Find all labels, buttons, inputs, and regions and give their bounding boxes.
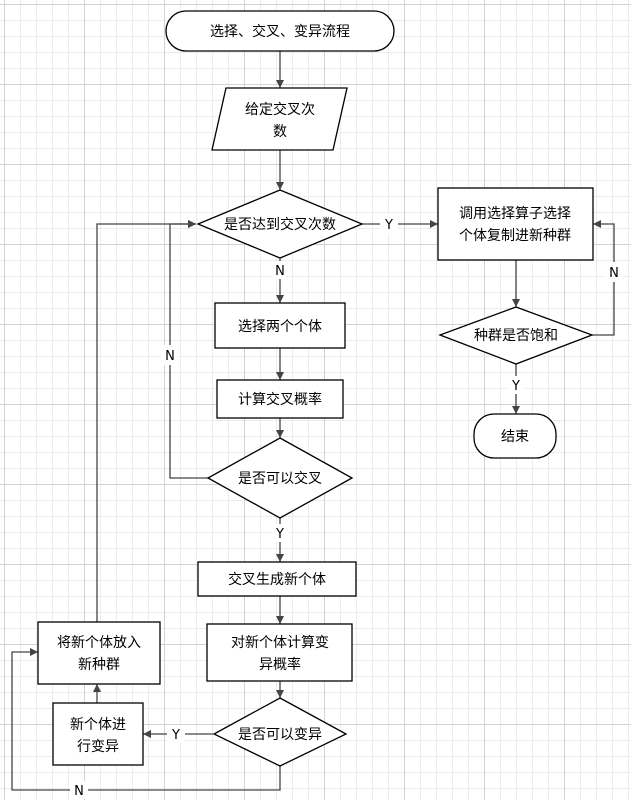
node-can-cross[interactable] — [206, 437, 354, 519]
node-call-select[interactable] — [437, 187, 594, 261]
node-start[interactable] — [165, 10, 395, 52]
edge-label-reached-yes: Y — [384, 218, 393, 233]
node-reached-label: 是否达到交叉次数 — [224, 216, 336, 233]
node-mutate-label-1: 新个体进 — [70, 717, 126, 733]
node-cross-gen-label: 交叉生成新个体 — [228, 571, 326, 588]
node-mutate[interactable] — [52, 702, 144, 766]
node-can-mut[interactable] — [212, 697, 348, 767]
node-can-cross-label: 是否可以交叉 — [238, 470, 322, 487]
edge-canmut-no-loop — [11, 648, 281, 791]
node-select-two[interactable] — [214, 302, 346, 349]
node-reached[interactable] — [196, 189, 364, 259]
node-calc-mut-label-1: 对新个体计算变 — [231, 635, 329, 651]
node-start-label: 选择、交叉、变异流程 — [210, 23, 350, 40]
node-put-new-label-2: 新种群 — [78, 657, 120, 673]
edge-label-sat-yes: Y — [511, 379, 520, 394]
node-call-select-label-1: 调用选择算子选择 — [459, 206, 571, 222]
node-cross-gen[interactable] — [197, 561, 357, 597]
node-can-mut-label: 是否可以变异 — [238, 727, 322, 743]
node-end-label: 结束 — [501, 429, 529, 445]
node-saturated-label: 种群是否饱和 — [474, 328, 558, 344]
node-calc-cross[interactable] — [216, 379, 344, 419]
node-given[interactable] — [211, 87, 348, 151]
node-calc-cross-label: 计算交叉概率 — [238, 391, 322, 408]
edge-putnew-to-reached — [96, 220, 196, 622]
edge-label-mut-yes: Y — [171, 728, 180, 743]
edge-label-mut-no: N — [74, 784, 84, 799]
node-calc-mut-label-2: 异概率 — [259, 656, 301, 673]
node-calc-mut[interactable] — [206, 623, 353, 682]
nodes: 选择、交叉、变异流程 给定交叉次 数 是否达到交叉次数 选择两个个体 计算交叉概… — [37, 10, 594, 767]
node-given-label-2: 数 — [273, 124, 287, 140]
edge-label-sat-no: N — [609, 266, 619, 281]
node-end[interactable] — [473, 413, 557, 459]
edge-label-cross-yes: Y — [275, 527, 284, 542]
node-given-label-1: 给定交叉次 — [245, 101, 315, 118]
node-select-two-label: 选择两个个体 — [238, 319, 322, 335]
node-put-new-label-1: 将新个体放入 — [57, 635, 141, 651]
node-call-select-label-2: 个体复制进新种群 — [459, 227, 571, 244]
edge-labels: Y N N Y Y N N Y — [70, 214, 623, 799]
edge-label-reached-no: N — [275, 264, 285, 279]
edge-label-cross-no: N — [165, 349, 175, 364]
node-mutate-label-2: 行变异 — [77, 739, 119, 755]
node-saturated[interactable] — [438, 306, 594, 365]
node-put-new[interactable] — [37, 621, 161, 685]
